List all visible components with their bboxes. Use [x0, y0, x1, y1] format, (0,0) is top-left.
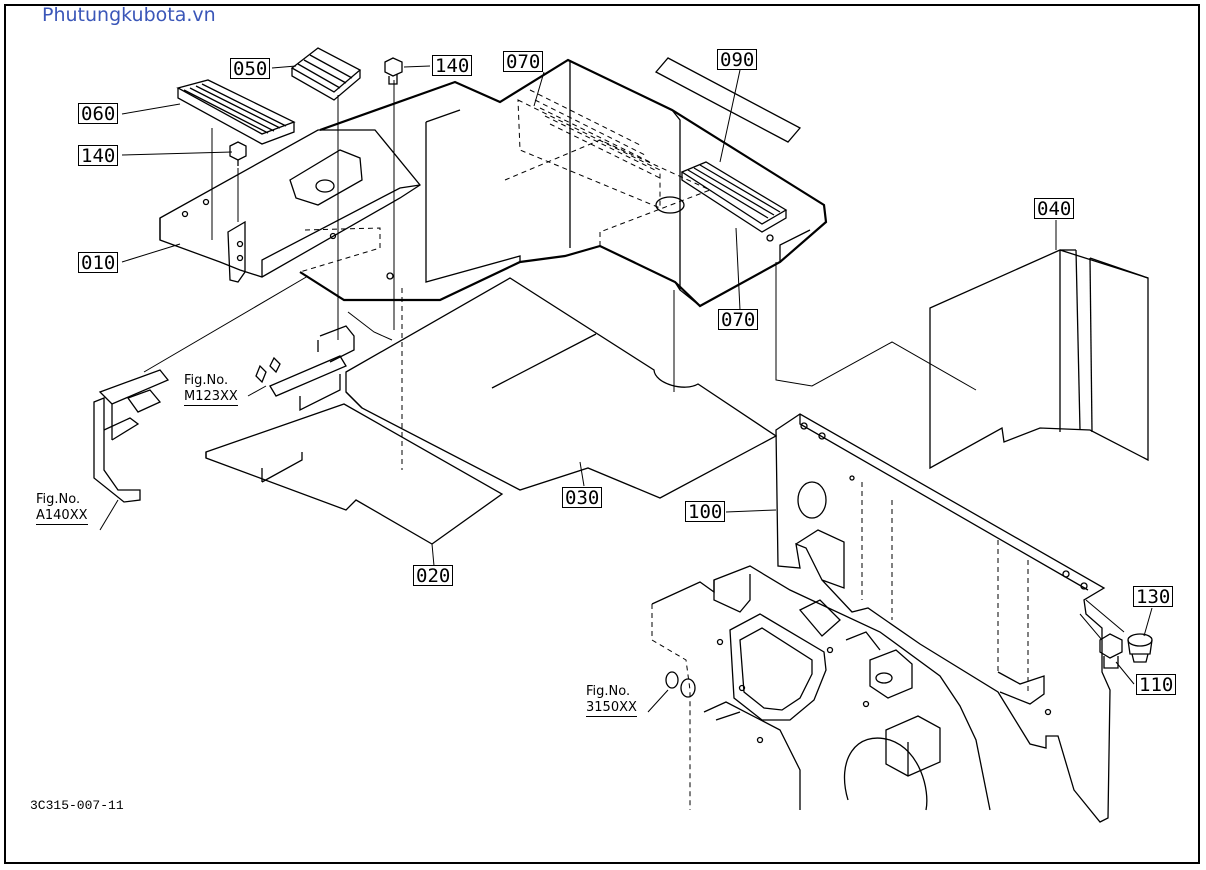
callout-110: 110	[1136, 674, 1177, 696]
part-140-bolt-upper	[384, 57, 403, 85]
part-070-perforated-area	[529, 89, 661, 179]
part-020-floor-mat	[205, 403, 504, 545]
pedal-arm-a140	[93, 369, 170, 503]
part-070-rubber-pad	[680, 161, 788, 233]
leader-lines	[99, 65, 1153, 713]
part-100-firewall-plate	[775, 413, 1111, 823]
part-110-bolt	[1099, 633, 1123, 669]
callout-090: 090	[717, 49, 758, 71]
part-140-bolt-left	[229, 141, 247, 166]
watermark: Phutungkubota.vn	[42, 4, 216, 26]
part-090-label-strip	[654, 57, 802, 143]
bracket-m123	[255, 325, 355, 412]
fig-ref-3150-label: Fig.No.	[586, 684, 631, 699]
callout-100: 100	[685, 501, 726, 523]
callout-140-upper: 140	[432, 55, 473, 77]
fig-ref-3150-number: 3150XX	[586, 700, 637, 717]
flywheel-housing-3150	[651, 565, 991, 811]
drawing-frame	[4, 4, 1200, 864]
fig-ref-a140-number: A140XX	[36, 508, 88, 525]
callout-060: 060	[78, 103, 119, 125]
construction-lines	[143, 80, 1125, 641]
drawing-id: 3C315-007-11	[30, 798, 124, 813]
callout-010: 010	[78, 252, 119, 274]
part-040-rear-cover	[929, 249, 1149, 470]
callout-040: 040	[1034, 198, 1075, 220]
callout-050: 050	[230, 58, 271, 80]
part-130-plug	[1127, 633, 1153, 663]
part-030-floor-mat	[345, 277, 778, 499]
callout-140-left: 140	[78, 145, 119, 167]
callout-020: 020	[413, 565, 454, 587]
fig-ref-3150: Fig.No. 3150XX	[586, 684, 637, 717]
fig-ref-a140-label: Fig.No.	[36, 492, 81, 507]
part-main-floor-cover	[299, 58, 828, 308]
fig-ref-m123: Fig.No. M123XX	[184, 373, 238, 406]
fig-ref-a140: Fig.No. A140XX	[36, 492, 88, 525]
fig-ref-m123-number: M123XX	[184, 389, 238, 406]
callout-070-upper: 070	[503, 51, 544, 73]
part-060-rubber-pad	[176, 79, 296, 145]
fig-ref-m123-label: Fig.No.	[184, 373, 229, 388]
callout-030: 030	[562, 487, 603, 509]
callout-130: 130	[1133, 586, 1174, 608]
part-050-rubber-pad	[290, 47, 362, 101]
callout-070-lower: 070	[718, 309, 759, 331]
